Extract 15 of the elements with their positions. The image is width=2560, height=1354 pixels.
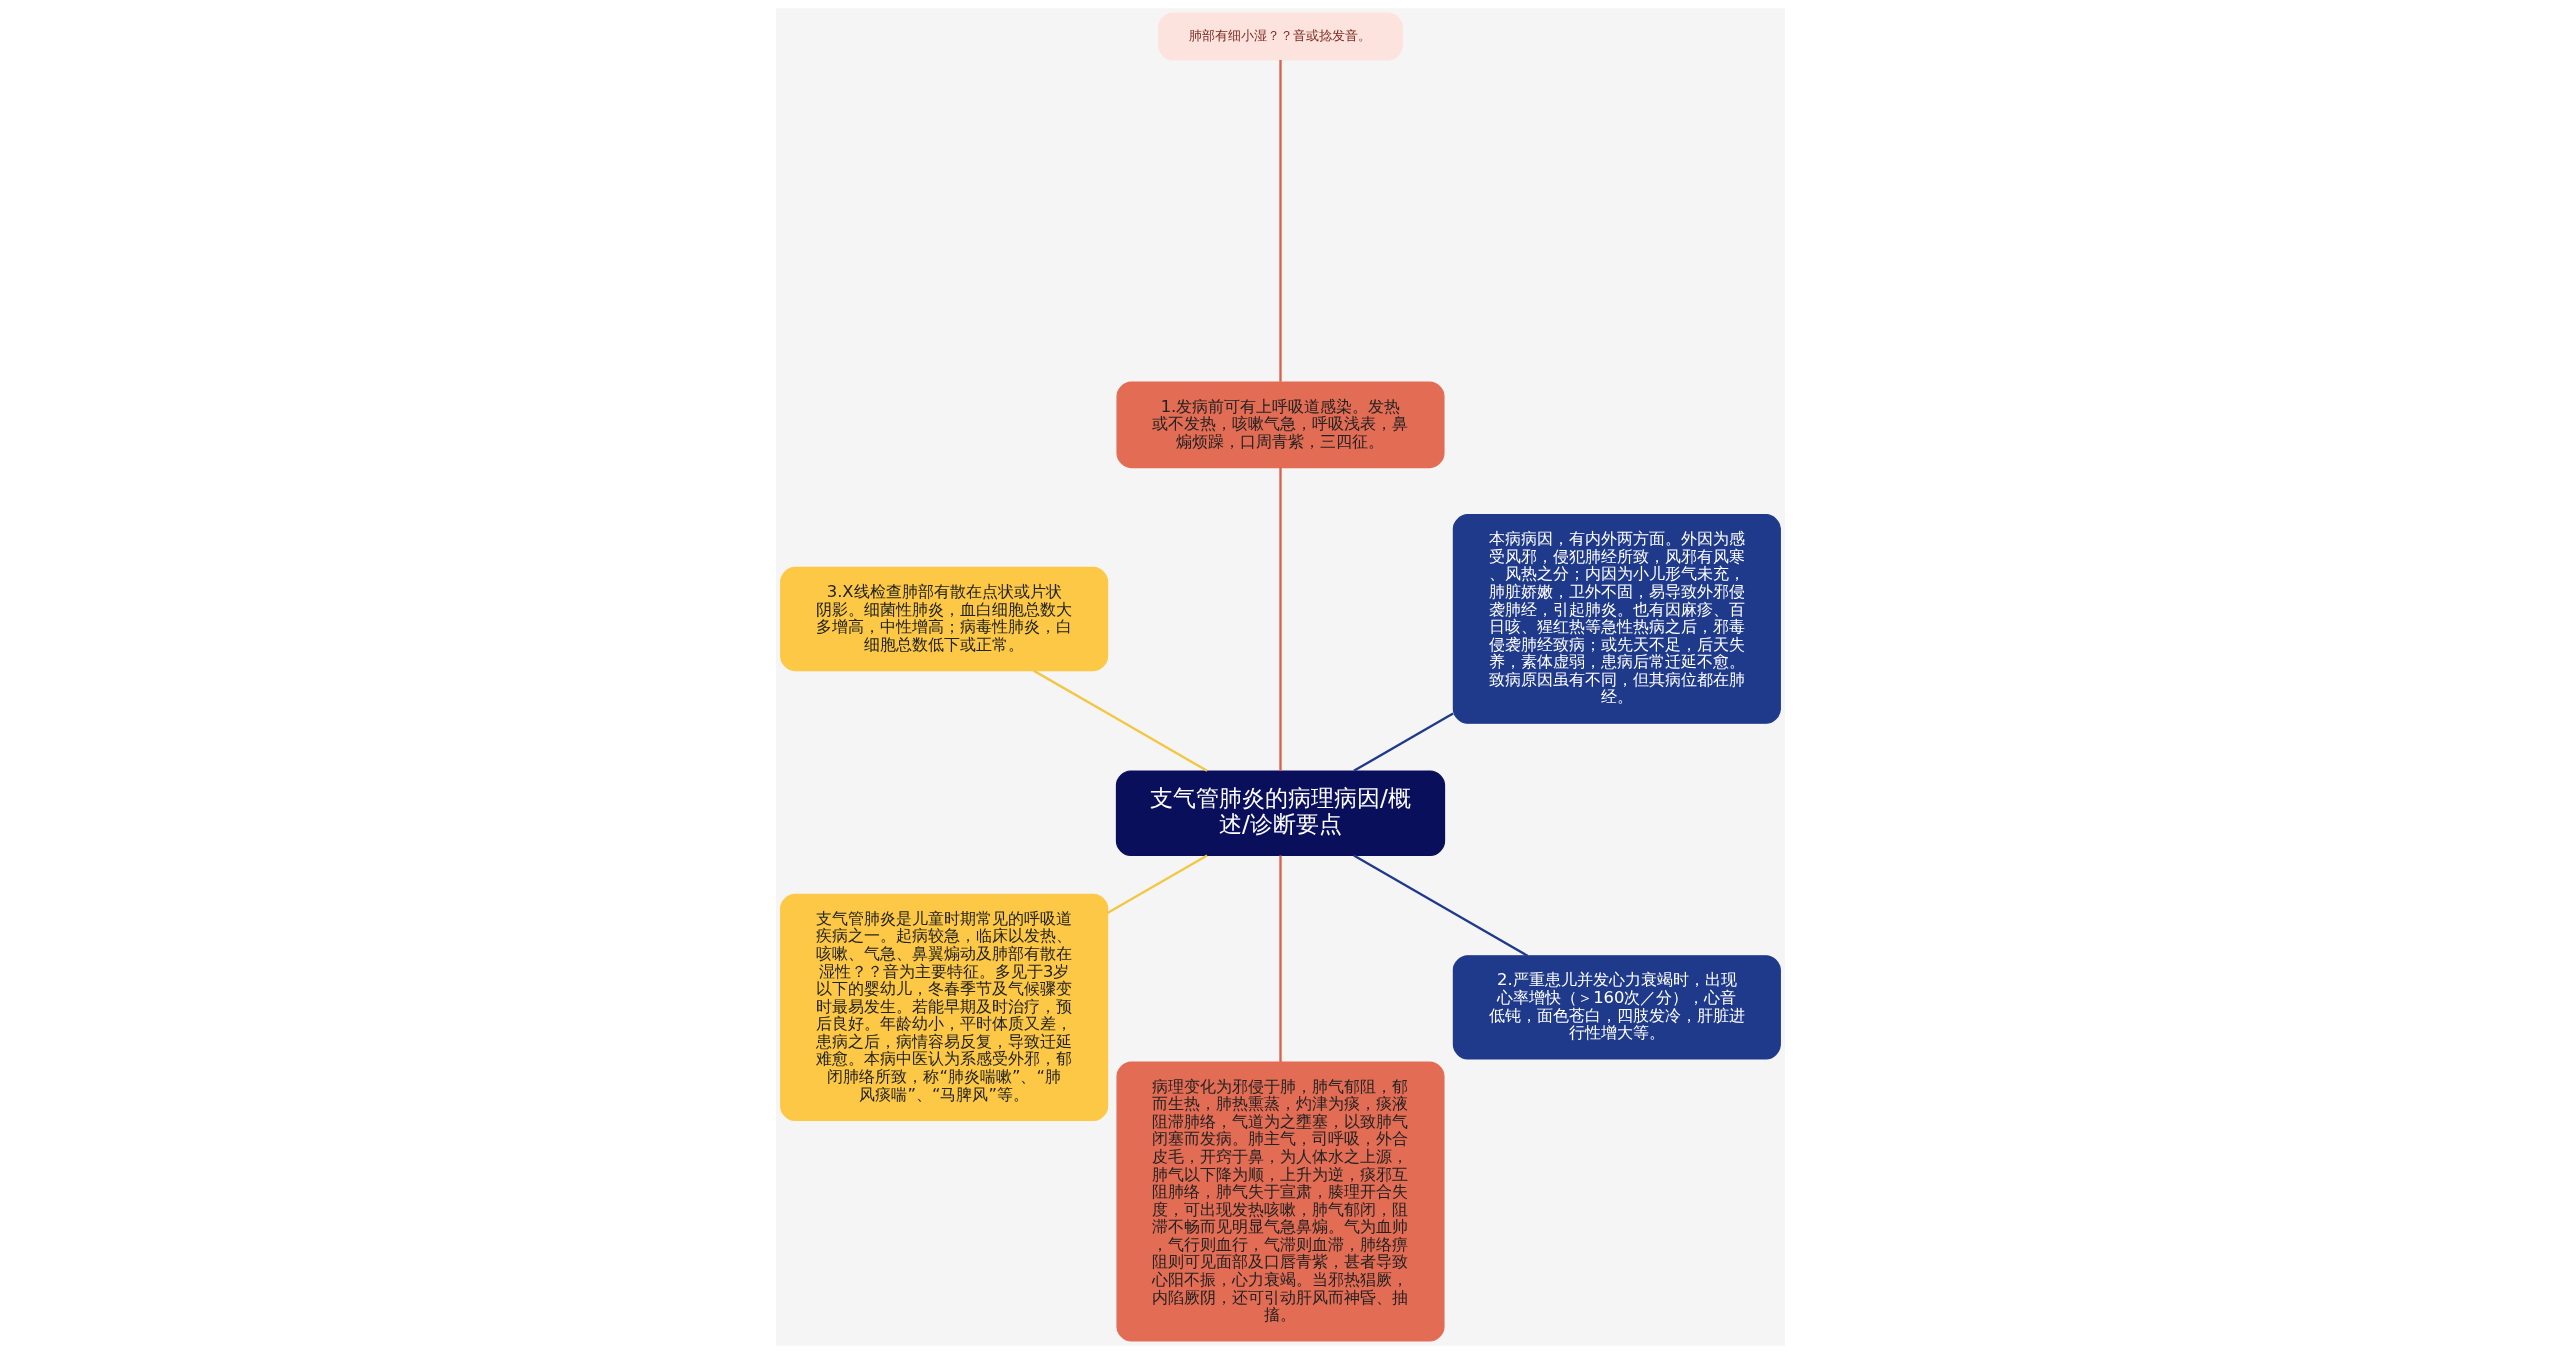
connector — [1032, 669, 1208, 772]
node-box: 本病病因，有内外两方面。外因为感受风邪，侵犯肺经所致，风邪有风寒、风热之分；内因为小儿形气未充，肺脏娇嫩，卫外不固，易导致外邪侵袭肺经，引起肺炎。也有因麻疹、百日咳、猩红热等急性热病之后，邪毒侵袭肺经致病；或先天不足，后天失养，素体虚弱，患病后常迁延不愈。致病原因虽有不同，但其病位都在肺经。 — [1452, 514, 1781, 724]
node-box: 2.严重患儿并发心力衰竭时，出现心率增快（＞160次／分），心音低钝，面色苍白，四肢发冷，肝脏进行性增大等。 — [1452, 955, 1781, 1060]
node-box: 3.X线检查肺部有散在点状或片状阴影。细菌性肺炎，血白细胞总数大多增高，中性增高；病毒性肺炎，白细胞总数低下或正常。 — [779, 566, 1108, 672]
node-box: 支气管肺炎是儿童时期常见的呼吸道疾病之一。起病较急，临床以发热、咳嗽、气急、鼻翼煽动及肺部有散在湿性？？音为主要特征。多见于3岁以下的婴幼儿，冬春季节及气候骤变时最易发生。若能早期及时治疗，预后良好。年龄幼小，平时体质又差，患病之后，病情容易反复，导致迁延难愈。本病中医认为系感受外邪，郁闭肺络所致，称“肺炎喘嗽”、“肺风痰喘”、“马脾风”等。 — [779, 893, 1108, 1122]
connector — [1352, 712, 1454, 772]
connector — [1352, 854, 1528, 957]
node-box: 1.发病前可有上呼吸道感染。发热或不发热，咳嗽气急，呼吸浅表，鼻煽烦躁，口周青紫，三四征。 — [1115, 381, 1445, 469]
node-box: 病理变化为邪侵于肺，肺气郁阻，郁而生热，肺热熏蒸，灼津为痰，痰液阻滞肺络，气道为之壅塞，以致肺气闭塞而发病。肺主气，司呼吸，外合皮毛，开窍于鼻，为人体水之上源，肺气以下降为顺，上升为逆，痰邪互阻肺络，肺气失于宣肃，腠理开合失度，可出现发热咳嗽，肺气郁闭，阻滞不畅而见明显气急鼻煽。气为血帅，气行则血行，气滞则血滞，肺络痹阻则可见面部及口唇青紫，甚者导致心阳不振，心力衰竭。当邪热猖厥，内陷厥阴，还可引动肝风而神昏、抽搐。 — [1115, 1061, 1445, 1342]
node-box: 肺部有细小湿？？音或捻发音。 — [1157, 12, 1403, 61]
connector — [1278, 467, 1282, 771]
connector — [1106, 854, 1208, 914]
connector — [1278, 855, 1282, 1062]
node-box: 支气管肺炎的病理病因/概述/诊断要点 — [1115, 770, 1445, 856]
connector — [1278, 60, 1282, 382]
